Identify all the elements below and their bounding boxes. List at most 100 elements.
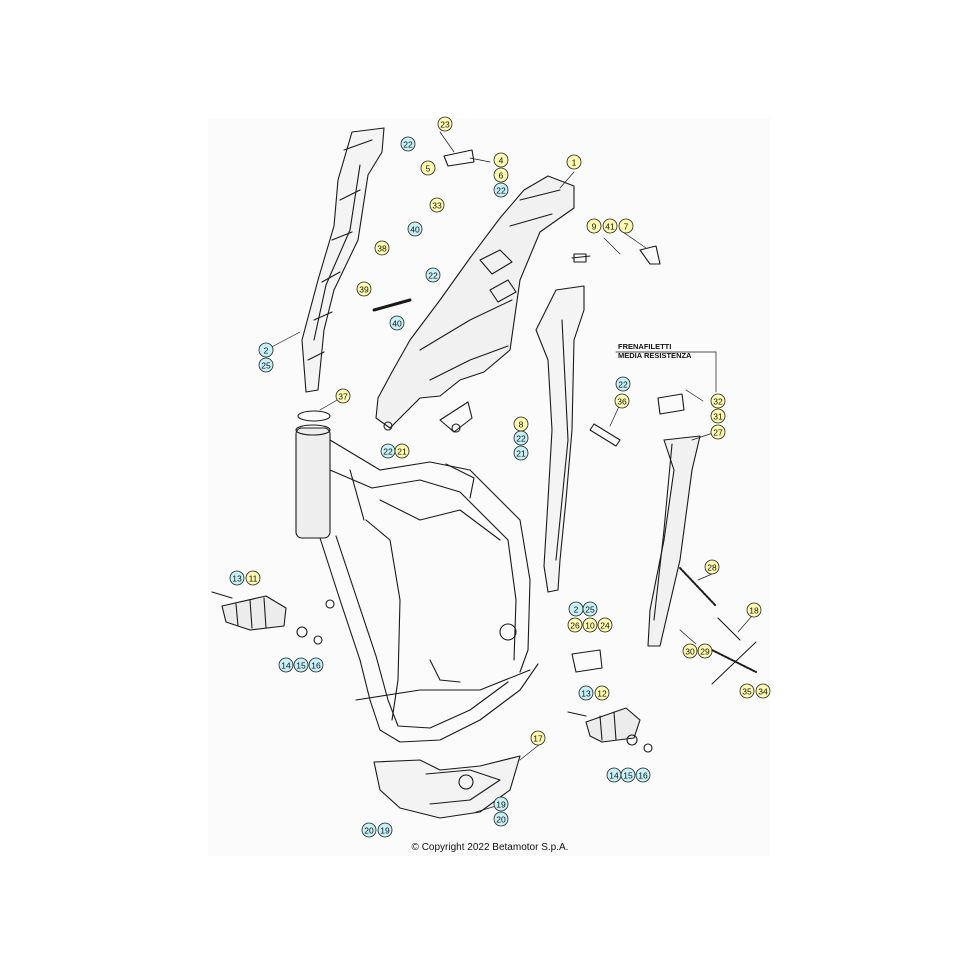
callout-bubble	[394, 443, 410, 459]
callout-29: 29	[697, 643, 713, 659]
callout-label: 11	[249, 574, 258, 584]
callout-label: 4	[499, 156, 504, 166]
callout-19: 19	[377, 822, 393, 838]
callout-bubble	[245, 570, 261, 586]
callout-label: 25	[261, 361, 271, 371]
threadlock-note: FRENAFILETTI MEDIA RESISTENZA	[618, 342, 691, 360]
callout-label: 37	[338, 392, 348, 402]
callout-bubble	[429, 197, 445, 213]
callout-27: 27	[710, 424, 726, 440]
callout-label: 33	[432, 201, 442, 211]
callout-label: 8	[519, 420, 524, 430]
callout-bubble	[493, 811, 509, 827]
callout-1: 1	[566, 154, 582, 170]
callout-bubble	[755, 683, 771, 699]
copyright-text: © Copyright 2022 Betamotor S.p.A.	[411, 842, 569, 853]
callout-22: 22	[493, 182, 509, 198]
callout-bubble	[493, 167, 509, 183]
callout-bubble	[530, 730, 546, 746]
callout-31: 31	[710, 408, 726, 424]
callout-bubble	[620, 767, 636, 783]
callout-10: 10	[582, 617, 598, 633]
callout-label: 15	[296, 661, 306, 671]
side-stand	[647, 393, 701, 647]
callout-22: 22	[380, 443, 396, 459]
callout-22: 22	[425, 267, 441, 283]
threadlock-note-line2: MEDIA RESISTENZA	[618, 351, 692, 360]
callout-bubble	[377, 822, 393, 838]
callout-bubble	[594, 685, 610, 701]
callout-bubble	[710, 424, 726, 440]
callout-22: 22	[513, 430, 529, 446]
callout-13: 13	[229, 570, 245, 586]
callout-label: 10	[585, 621, 595, 631]
callout-33: 33	[429, 197, 445, 213]
callout-label: 9	[592, 222, 597, 232]
callout-39: 39	[356, 281, 372, 297]
callout-25: 25	[258, 357, 274, 373]
callout-bubble	[513, 430, 529, 446]
callout-18: 18	[746, 602, 762, 618]
callout-label: 22	[403, 140, 413, 150]
callout-bubble	[602, 218, 618, 234]
callout-label: 23	[440, 120, 450, 130]
callout-bubble	[618, 218, 634, 234]
callout-7: 7	[618, 218, 634, 234]
callout-bubble	[493, 182, 509, 198]
callout-bubble	[697, 643, 713, 659]
callout-bubble	[258, 342, 274, 358]
callout-20: 20	[493, 811, 509, 827]
main-frame	[295, 424, 539, 743]
callout-bubble	[308, 657, 324, 673]
callout-22: 22	[400, 136, 416, 152]
callout-bubble	[278, 657, 294, 673]
callout-9: 9	[586, 218, 602, 234]
callout-label: 12	[597, 689, 607, 699]
callout-5: 5	[420, 160, 436, 176]
callout-label: 17	[533, 734, 543, 744]
callout-label: 31	[713, 412, 723, 422]
rear-subframe	[375, 175, 575, 433]
callout-bubble	[374, 240, 390, 256]
callout-bubble	[635, 767, 651, 783]
callout-label: 16	[311, 661, 321, 671]
callout-label: 40	[392, 319, 402, 329]
callout-2: 2	[568, 601, 584, 617]
callout-label: 2	[574, 605, 579, 615]
callout-21: 21	[394, 443, 410, 459]
callout-bubble	[710, 393, 726, 409]
callout-6: 6	[493, 167, 509, 183]
callout-bubble	[335, 388, 351, 404]
right-footpeg	[567, 707, 653, 753]
callout-label: 32	[713, 397, 723, 407]
callout-label: 25	[585, 605, 595, 615]
callout-label: 19	[496, 800, 506, 810]
callout-label: 29	[700, 647, 710, 657]
callout-bubble	[513, 445, 529, 461]
callout-bubble	[361, 822, 377, 838]
callout-label: 35	[742, 687, 752, 697]
callout-15: 15	[620, 767, 636, 783]
callout-36: 36	[614, 393, 630, 409]
callout-label: 2	[264, 346, 269, 356]
callout-bubble	[437, 116, 453, 132]
callout-bubble	[582, 617, 598, 633]
left-footpeg	[211, 591, 323, 645]
callout-17: 17	[530, 730, 546, 746]
callout-label: 27	[713, 428, 723, 438]
callout-bubble	[682, 643, 698, 659]
small-parts	[297, 149, 741, 673]
callout-12: 12	[594, 685, 610, 701]
callout-23: 23	[437, 116, 453, 132]
callout-label: 36	[617, 397, 627, 407]
callout-label: 18	[749, 606, 759, 616]
callout-19: 19	[493, 796, 509, 812]
callout-label: 22	[496, 186, 506, 196]
callout-label: 21	[516, 449, 526, 459]
callout-35: 35	[739, 683, 755, 699]
callout-label: 13	[581, 689, 591, 699]
callout-label: 21	[397, 447, 407, 457]
callout-bubble	[582, 601, 598, 617]
